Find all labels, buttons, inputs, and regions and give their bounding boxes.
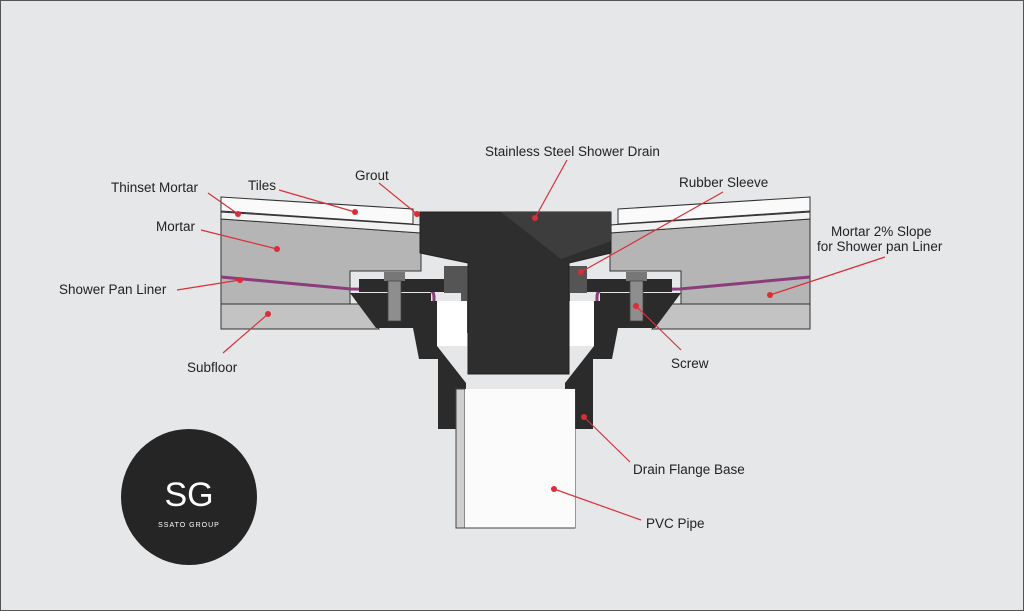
label-mortar-slope-1: Mortar 2% Slope (831, 224, 932, 239)
logo-monogram: SG (164, 476, 213, 514)
label-shower-pan-liner: Shower Pan Liner (59, 282, 167, 297)
label-grout: Grout (355, 168, 389, 183)
pvc-pipe (465, 389, 575, 528)
screw (384, 272, 405, 281)
label-pvc-pipe: PVC Pipe (646, 516, 705, 531)
ssato-group-logo: SG SSATO GROUP (121, 429, 257, 565)
logo-name: SSATO GROUP (158, 522, 220, 529)
label-tiles: Tiles (248, 178, 276, 193)
pvc-pipe-wall (455, 388, 466, 529)
label-thinset-mortar: Thinset Mortar (111, 180, 199, 195)
label-screw: Screw (671, 356, 709, 371)
clamp-ring (359, 279, 461, 292)
subfloor (220, 303, 380, 330)
label-mortar: Mortar (156, 219, 196, 234)
label-mortar-slope-2: for Shower pan Liner (817, 239, 943, 254)
label-rubber-sleeve: Rubber Sleeve (679, 175, 768, 190)
tile (220, 196, 414, 225)
label-drain: Stainless Steel Shower Drain (485, 144, 660, 159)
leader-lines (176, 159, 886, 521)
screw-shaft (387, 280, 402, 322)
label-subfloor: Subfloor (187, 360, 238, 375)
left-half-structure (220, 196, 468, 529)
label-drain-flange-base: Drain Flange Base (633, 462, 745, 477)
